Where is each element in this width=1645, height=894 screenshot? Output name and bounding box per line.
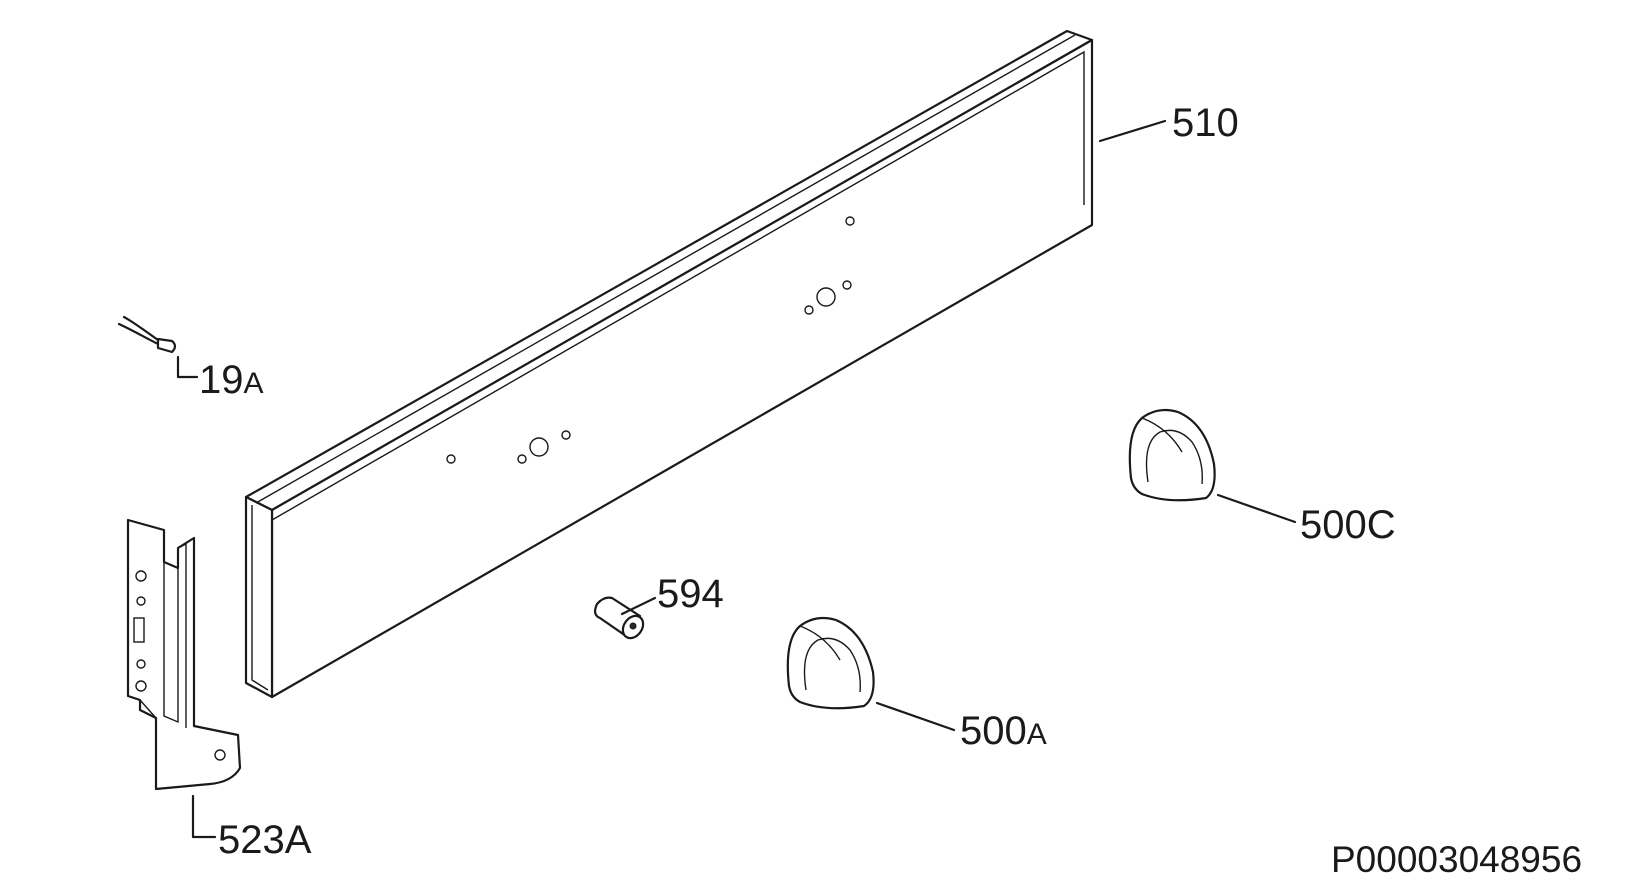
leader-line-500a <box>875 701 956 732</box>
knob-500a-part <box>786 616 875 710</box>
leader-line-594 <box>620 596 657 616</box>
part-label-523a: 523A <box>218 818 312 862</box>
leader-line-19a <box>176 355 199 379</box>
part-label-594: 594 <box>657 572 724 616</box>
part-label-510: 510 <box>1172 101 1239 145</box>
part-label-19a: 19A <box>199 358 264 402</box>
leader-line-510 <box>1098 119 1167 143</box>
control-holes <box>446 216 855 464</box>
leader-line-523a <box>191 794 217 839</box>
indicator-lamp-part <box>117 315 177 354</box>
leader-line-500c <box>1216 493 1297 524</box>
knob-500c-part <box>1128 408 1216 502</box>
control-panel-part <box>244 29 1094 699</box>
pin-part <box>593 596 645 640</box>
part-label-500c: 500C <box>1300 503 1396 547</box>
drawing-reference-number: P00003048956 <box>1331 839 1582 880</box>
mounting-bracket-part <box>126 518 242 791</box>
part-label-500a: 500A <box>960 709 1047 753</box>
